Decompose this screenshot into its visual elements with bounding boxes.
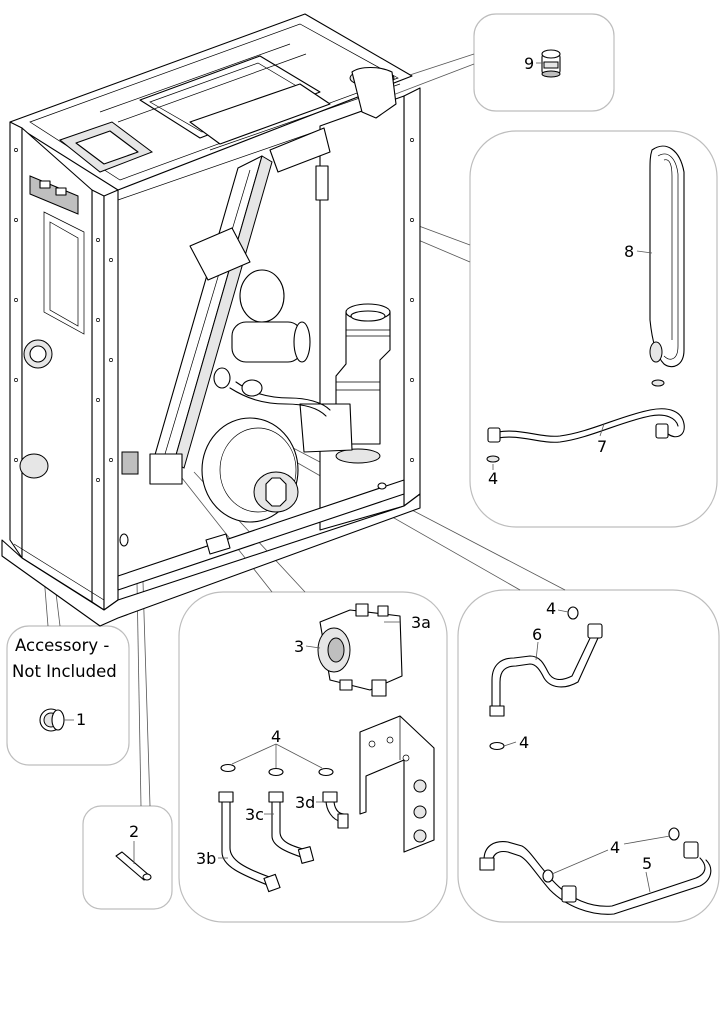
label-part-9: 9 [524, 54, 534, 73]
label-part-3b: 3b [196, 849, 216, 868]
part-8-drawing [636, 145, 685, 387]
label-part-4-right-top: 4 [546, 599, 556, 618]
pump-group-drawing [218, 603, 435, 893]
label-part-8: 8 [624, 242, 634, 261]
accessory-note-line1: Accessory - [15, 636, 109, 655]
label-part-7: 7 [597, 437, 607, 456]
callout-box-parts-4-5-6 [457, 589, 720, 923]
label-part-5: 5 [642, 854, 652, 873]
part-7-drawing [486, 408, 685, 470]
label-part-4-top: 4 [488, 469, 498, 488]
boiler-internals [119, 66, 397, 555]
part-1-drawing [39, 708, 74, 732]
label-part-4-right-bottom: 4 [610, 838, 620, 857]
parts-4-5-6-drawing [479, 606, 712, 915]
label-part-3d: 3d [295, 793, 315, 812]
boiler-frame [1, 13, 421, 627]
label-part-3c: 3c [245, 805, 264, 824]
label-part-3: 3 [294, 637, 304, 656]
accessory-note-line2: Not Included [12, 662, 117, 681]
callout-box-accessory [6, 625, 130, 766]
label-part-4-right-mid: 4 [519, 733, 529, 752]
label-part-4-pump: 4 [271, 727, 281, 746]
part-9-drawing [536, 49, 561, 78]
label-part-3a: 3a [411, 613, 431, 632]
part-2-drawing [115, 841, 152, 881]
label-part-6: 6 [532, 625, 542, 644]
label-part-1: 1 [76, 710, 86, 729]
label-part-2: 2 [129, 822, 139, 841]
